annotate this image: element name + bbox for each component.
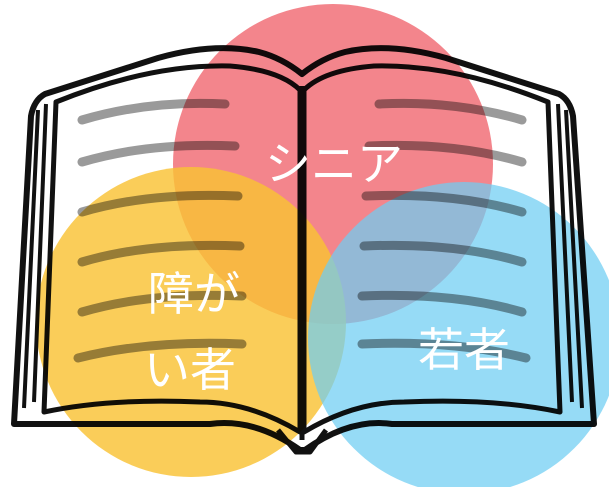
- label-seniors: シニア: [265, 137, 403, 191]
- label-disabled-line1: 障が: [148, 267, 240, 321]
- label-disabled-line2: い者: [144, 343, 236, 397]
- label-youth: 若者: [418, 323, 510, 377]
- circle-youth: [308, 182, 609, 487]
- circle-disabled: [36, 167, 346, 477]
- book-left-edge: [22, 103, 48, 409]
- venn-diagram: [36, 4, 609, 487]
